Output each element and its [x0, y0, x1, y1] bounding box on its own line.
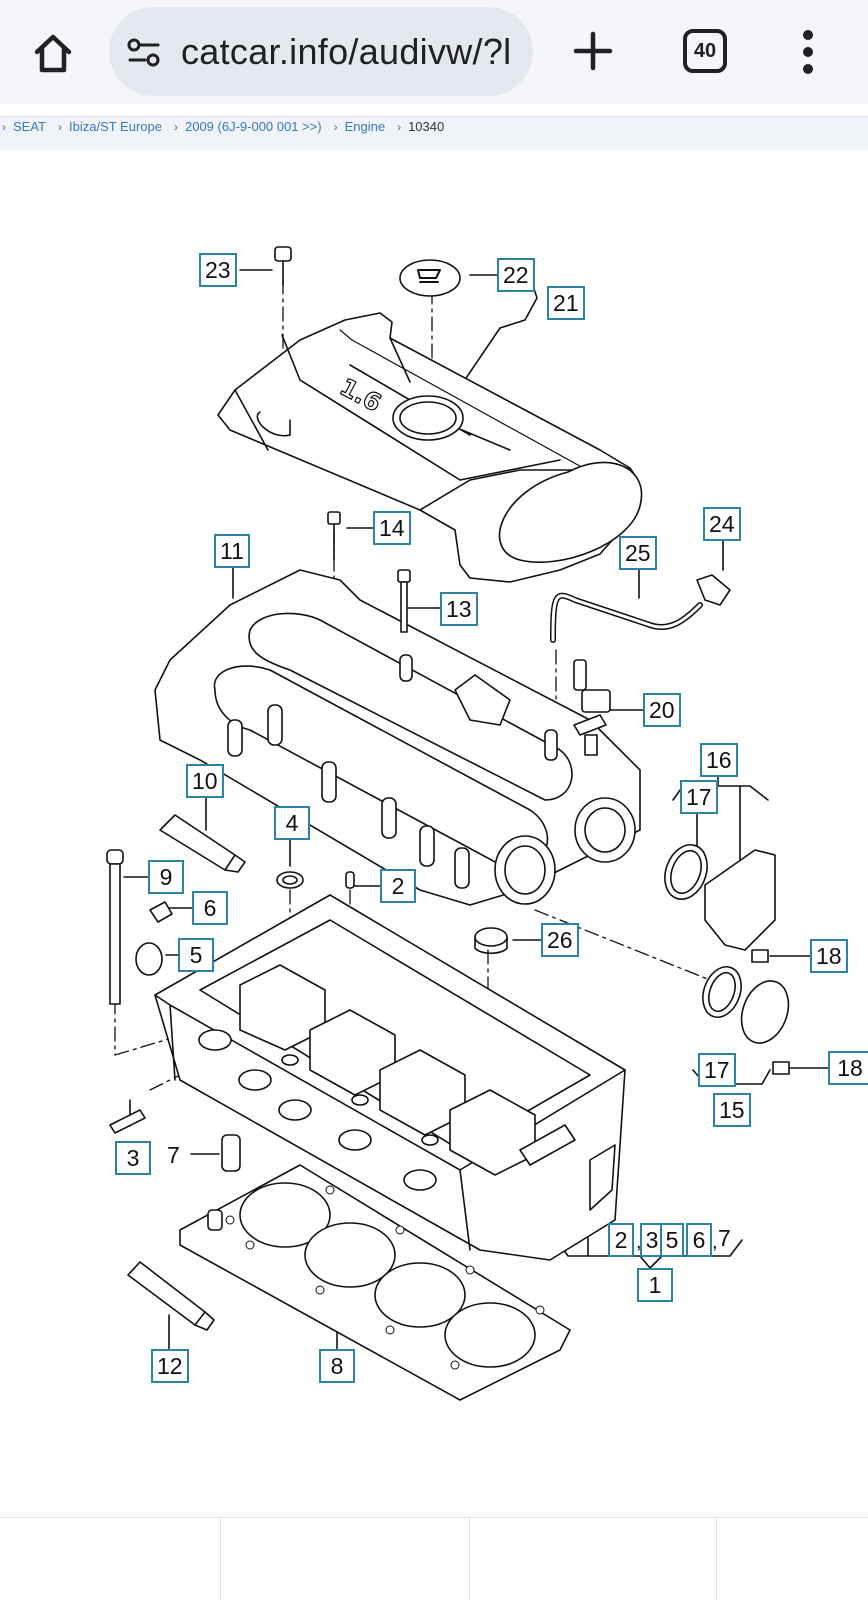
callout-25[interactable]: 25	[619, 536, 657, 570]
breadcrumb-separator: ›	[173, 120, 178, 134]
callout-3[interactable]: 3	[115, 1141, 151, 1175]
overflow-menu-button[interactable]	[790, 26, 826, 78]
callout-18[interactable]: 18	[810, 939, 848, 973]
callout-26[interactable]: 26	[541, 923, 579, 957]
grid-cell[interactable]	[717, 1518, 868, 1600]
engine-exploded-drawing: 1.6	[106, 246, 829, 1401]
home-button[interactable]	[22, 22, 84, 84]
callout-12[interactable]: 12	[151, 1349, 189, 1383]
tab-count: 40	[693, 39, 717, 62]
breadcrumb-item-brand[interactable]: SEAT	[13, 119, 46, 134]
callout-24[interactable]: 24	[703, 507, 741, 541]
grid-cell[interactable]	[470, 1518, 717, 1600]
breadcrumb-separator: ›	[333, 120, 338, 134]
callout-10[interactable]: 10	[186, 764, 224, 798]
breadcrumb-item-current: 10340	[408, 119, 445, 134]
callout-23[interactable]: 23	[199, 253, 237, 287]
callout-9[interactable]: 9	[148, 860, 184, 894]
callout-20[interactable]: 20	[643, 693, 681, 727]
url-text[interactable]: catcar.info/audivw/?l	[181, 31, 512, 72]
browser-toolbar: catcar.info/audivw/?l 40	[0, 0, 868, 104]
breadcrumb-item-year[interactable]: 2009 (6J-9-000 001 >>)	[184, 119, 322, 134]
breadcrumb-separator: ›	[2, 120, 6, 134]
callout-18-b[interactable]: 18	[828, 1051, 868, 1085]
tab-switcher-button[interactable]: 40	[683, 29, 727, 73]
comma: ,	[636, 1231, 642, 1253]
callout-4[interactable]: 4	[274, 806, 310, 840]
callout-16[interactable]: 16	[700, 743, 738, 777]
breadcrumb-item-group[interactable]: Engine	[344, 119, 386, 134]
home-icon	[34, 34, 72, 73]
breadcrumb-item-model[interactable]: Ibiza/ST Europe	[69, 119, 162, 134]
breadcrumb-separator: ›	[397, 120, 402, 134]
callout-group-6[interactable]: 6	[686, 1223, 712, 1257]
label-7: 7	[167, 1142, 180, 1168]
breadcrumb-separator: ›	[58, 120, 62, 134]
bottom-grid	[0, 1517, 868, 1600]
callout-6[interactable]: 6	[192, 891, 228, 925]
new-tab-button[interactable]	[568, 24, 618, 78]
label-group-7: 7	[718, 1225, 731, 1251]
callout-13[interactable]: 13	[440, 592, 478, 626]
callout-14[interactable]: 14	[373, 511, 411, 545]
callout-15[interactable]: 15	[713, 1093, 751, 1127]
callout-group-2[interactable]: 2	[608, 1223, 634, 1257]
comma: ,	[712, 1231, 718, 1253]
callout-11[interactable]: 11	[214, 534, 250, 568]
callout-17-b[interactable]: 17	[698, 1053, 736, 1087]
callout-5[interactable]: 5	[178, 938, 214, 972]
plus-icon	[573, 31, 613, 71]
breadcrumb: › SEAT › Ibiza/ST Europe › 2009 (6J-9-00…	[0, 116, 868, 150]
callout-8[interactable]: 8	[319, 1349, 355, 1383]
callout-21[interactable]: 21	[547, 286, 585, 320]
callout-17[interactable]: 17	[680, 780, 718, 814]
grid-cell[interactable]	[221, 1518, 470, 1600]
callout-1[interactable]: 1	[637, 1268, 673, 1302]
grid-cell[interactable]	[0, 1518, 221, 1600]
callout-22[interactable]: 22	[497, 258, 535, 292]
more-vert-icon	[803, 30, 813, 40]
more-vert-dot	[803, 47, 813, 57]
more-vert-dot	[803, 64, 813, 74]
address-bar[interactable]: catcar.info/audivw/?l	[109, 7, 533, 96]
callout-group-5[interactable]: 5	[660, 1223, 684, 1257]
callout-2[interactable]: 2	[380, 869, 416, 903]
parts-diagram: 1.6	[0, 150, 868, 1515]
site-settings-icon[interactable]	[126, 35, 162, 71]
